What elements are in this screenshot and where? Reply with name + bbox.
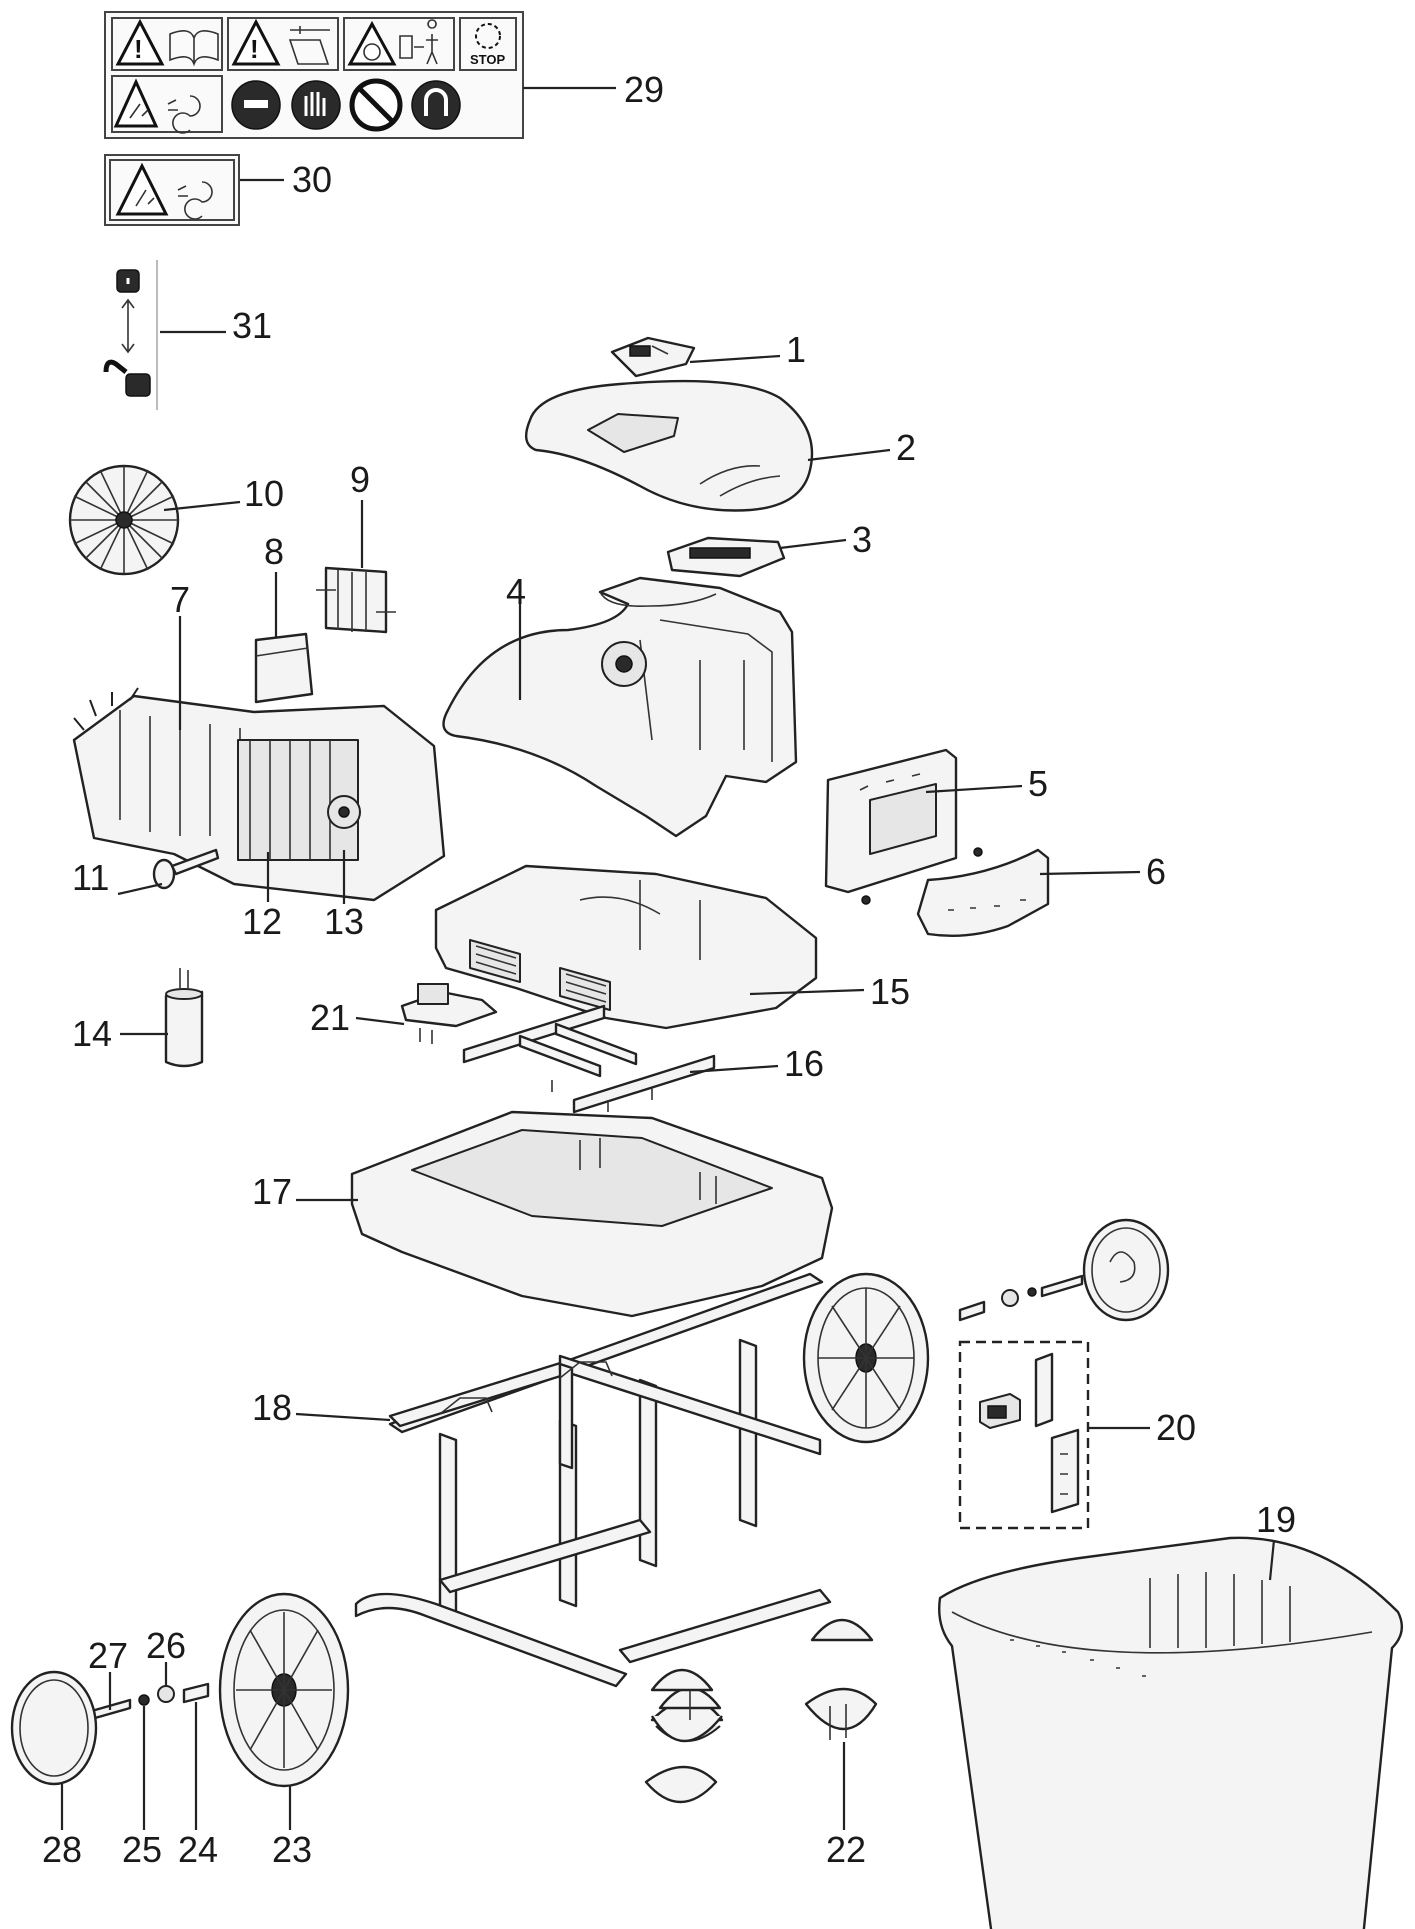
part-15-lower-housing xyxy=(434,864,818,1030)
callout-8: 8 xyxy=(264,531,284,572)
callout-4: 4 xyxy=(506,571,526,612)
wheel-right xyxy=(802,1272,930,1444)
callout-5: 5 xyxy=(1028,763,1048,804)
part-1-switch-cap xyxy=(610,336,696,378)
part-16-frame-bars xyxy=(462,1004,716,1114)
callout-1: 1 xyxy=(786,329,806,370)
part-17-base-tray xyxy=(350,1110,834,1318)
part-25-nut xyxy=(138,1694,150,1706)
eject-debris-icon-2 xyxy=(177,181,213,220)
part-23-wheel-left xyxy=(218,1592,350,1788)
part-9-brush-holder xyxy=(316,566,396,634)
warning-flying-debris-icon xyxy=(113,78,159,128)
warning-flying-debris-icon-2 xyxy=(115,162,169,216)
callout-13: 13 xyxy=(324,901,364,942)
stop-label: STOP xyxy=(470,52,505,67)
callout-28: 28 xyxy=(42,1829,82,1870)
part-24-spacer xyxy=(182,1682,210,1704)
part-7-motor xyxy=(72,687,446,902)
callout-14: 14 xyxy=(72,1013,112,1054)
callout-19: 19 xyxy=(1256,1499,1296,1540)
part-18-frame xyxy=(354,1272,832,1688)
part-11-pin xyxy=(152,848,220,890)
part-4-upper-housing xyxy=(442,576,798,838)
part-20-switch-kit xyxy=(958,1340,1090,1530)
callout-26: 26 xyxy=(146,1625,186,1666)
callout-21: 21 xyxy=(310,997,350,1038)
callout-15: 15 xyxy=(870,971,910,1012)
callout-11: 11 xyxy=(72,857,109,898)
callout-20: 20 xyxy=(1156,1407,1196,1448)
part-19-collection-bin xyxy=(938,1536,1404,1929)
wear-ear-protection-icon xyxy=(411,80,461,130)
eject-debris-icon xyxy=(167,95,201,134)
callout-7: 7 xyxy=(170,579,190,620)
callout-numbers: 29 30 31 1 2 3 4 5 6 7 8 9 10 11 12 13 1… xyxy=(42,69,1296,1870)
svg-text:!: ! xyxy=(134,34,143,64)
part-2-top-cover xyxy=(524,379,814,512)
part-6-bracket xyxy=(861,847,1050,937)
stop-blades-icon xyxy=(475,23,501,49)
callout-17: 17 xyxy=(252,1171,292,1212)
callout-31: 31 xyxy=(232,305,272,346)
callout-18: 18 xyxy=(252,1387,292,1428)
callout-25: 25 xyxy=(122,1829,162,1870)
callout-22: 22 xyxy=(826,1829,866,1870)
disconnect-plug-icon xyxy=(288,26,330,65)
lock-unlock-symbol-31 xyxy=(103,260,158,410)
part-14-capacitor xyxy=(164,968,204,1068)
svg-text:!: ! xyxy=(250,34,259,64)
unlock-icon xyxy=(103,359,128,374)
callout-30: 30 xyxy=(292,159,332,200)
part-3-switch xyxy=(666,536,786,578)
callout-29: 29 xyxy=(624,69,664,110)
safety-label-sheet-29: ! ! STOP xyxy=(104,11,524,139)
callout-23: 23 xyxy=(272,1829,312,1870)
part-28-hubcap xyxy=(10,1670,98,1786)
callout-27: 27 xyxy=(88,1635,128,1676)
callout-16: 16 xyxy=(784,1043,824,1084)
part-8-cover xyxy=(254,632,314,704)
safety-label-30 xyxy=(104,154,240,226)
leader-lines xyxy=(60,86,1276,1830)
callout-3: 3 xyxy=(852,519,872,560)
warning-triangle-icon xyxy=(115,18,165,66)
part-5-panel xyxy=(824,748,958,894)
callout-24: 24 xyxy=(178,1829,218,1870)
callout-10: 10 xyxy=(244,473,284,514)
axle-kit-left xyxy=(10,1670,210,1786)
part-26-washer xyxy=(157,1685,175,1703)
axle-kit-right xyxy=(958,1218,1170,1322)
read-manual-icon xyxy=(169,30,219,67)
callout-6: 6 xyxy=(1146,851,1166,892)
callout-9: 9 xyxy=(350,459,370,500)
callout-12: 12 xyxy=(242,901,282,942)
part-10-fan xyxy=(68,464,180,576)
callout-2: 2 xyxy=(896,427,916,468)
wear-gloves-icon xyxy=(291,80,341,130)
part-21-bracket xyxy=(400,983,498,1044)
warning-triangle-icon-2 xyxy=(231,18,281,66)
keep-distance-icon xyxy=(399,19,438,65)
part-22-feet xyxy=(644,1618,878,1804)
